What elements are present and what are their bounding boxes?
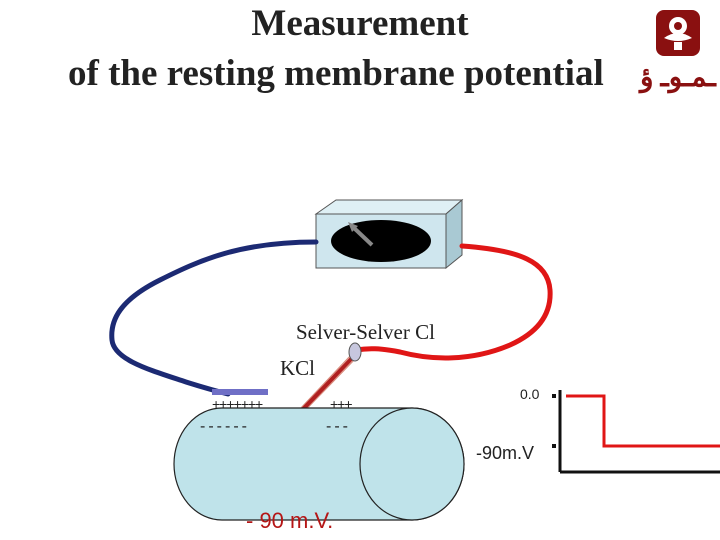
reference-electrode-plate (212, 389, 268, 395)
inner-charge-right: --- (326, 418, 351, 435)
graph-label-zero: 0.0 (520, 386, 540, 402)
graph-label-minus90: -90m.V (476, 443, 535, 463)
blue-wire (109, 239, 319, 397)
outer-charge-left: +++++++ (212, 396, 263, 412)
slide-title-line2: of the resting membrane potential (68, 53, 604, 94)
voltmeter (314, 198, 464, 270)
graph-trace (566, 394, 720, 448)
cell-cylinder (173, 407, 465, 521)
graph-tick-zero (552, 394, 556, 398)
graph-tick-minus90 (552, 444, 556, 448)
electrode-label: Selver-Selver Cl (296, 320, 435, 344)
meter-dial (331, 220, 431, 262)
inner-charge-left: ------ (200, 418, 250, 435)
slide-title-line1: Measurement (251, 3, 469, 44)
outer-charge-right: +++ (330, 396, 353, 412)
kcl-label: KCl (280, 356, 316, 380)
cell-potential-label: - 90 m.V. (246, 508, 334, 533)
meter-needle (352, 226, 374, 247)
arabic-watermark: ـمـوـ ؤ (640, 62, 716, 93)
red-wire (353, 243, 553, 361)
potential-graph (552, 390, 720, 474)
university-crest-logo (656, 10, 700, 56)
